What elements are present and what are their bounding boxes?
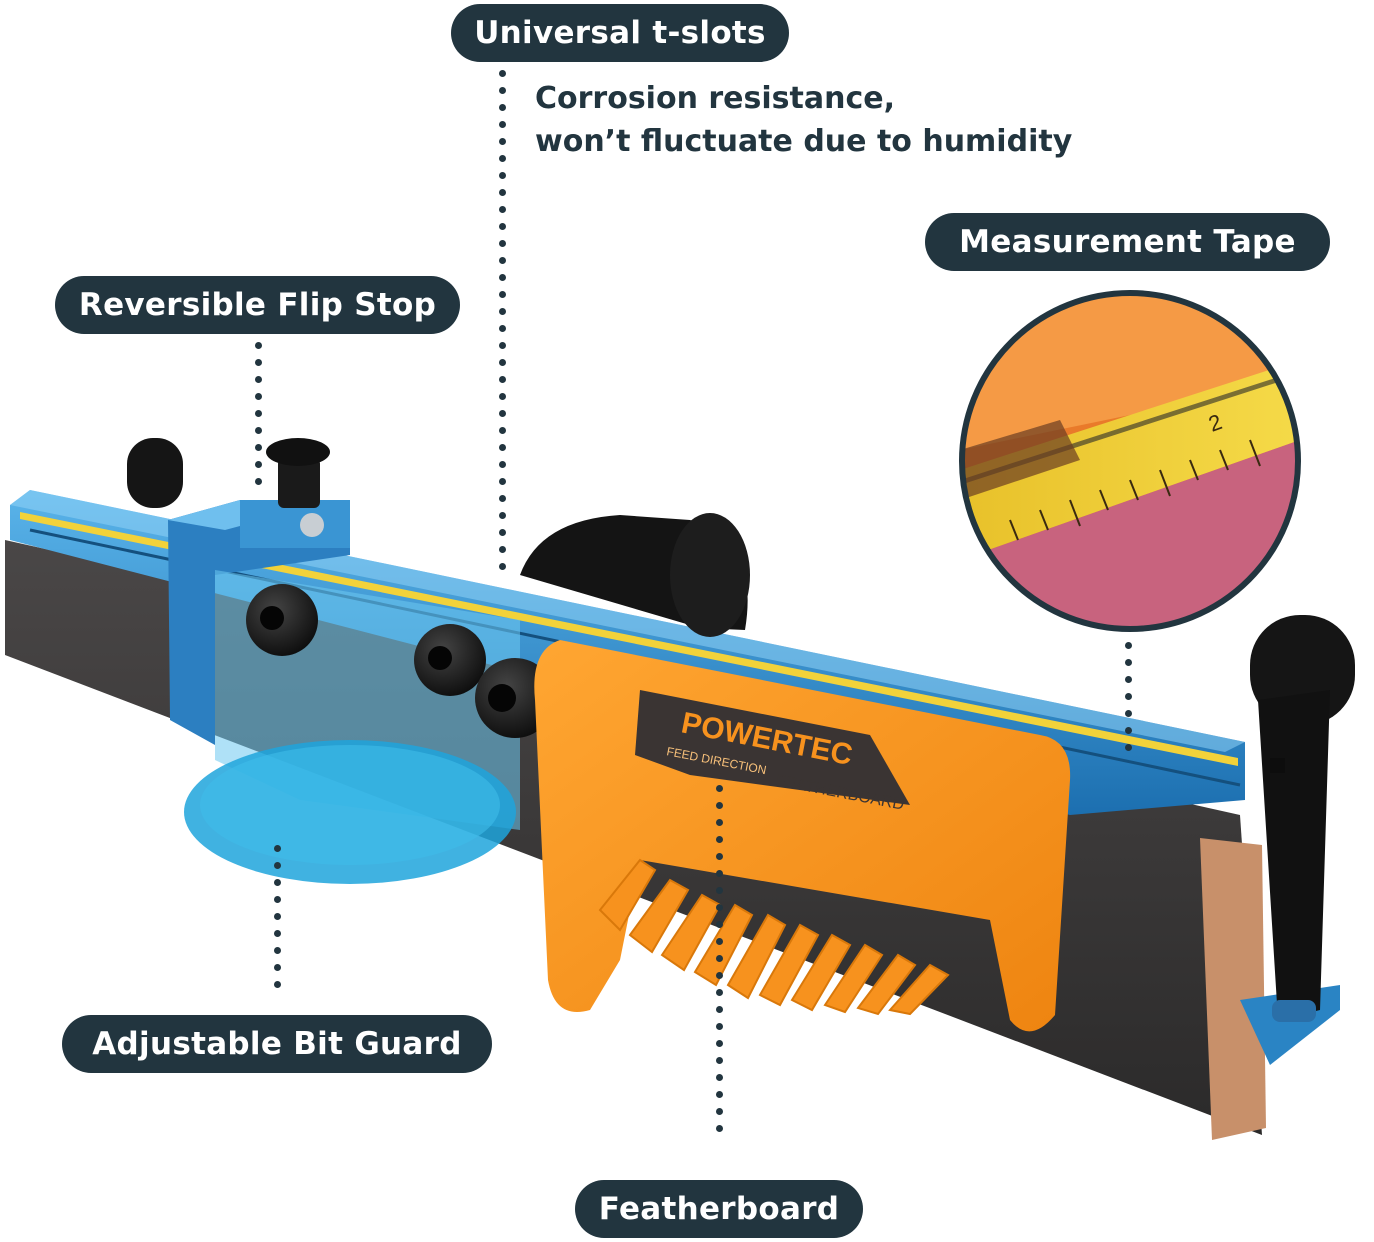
featherboard-leader [716,785,723,1142]
tslots-description-line1: Corrosion resistance, [535,81,895,116]
bit-guard-leader [274,845,281,998]
flip-stop-text: Reversible Flip Stop [78,287,437,323]
universal-tslots-text: Universal t-slots [474,15,766,51]
tslots-description: Corrosion resistance, won’t fluctuate du… [535,77,1072,163]
tslots-leader [499,70,506,580]
measurement-tape-text: Measurement Tape [959,224,1296,260]
flip-stop-label: Reversible Flip Stop [55,276,460,334]
magnifier-ring [959,290,1301,632]
left-handle [127,438,183,508]
bit-guard-label: Adjustable Bit Guard [62,1015,492,1073]
flip-stop [168,500,350,745]
measurement-tape-label: Measurement Tape [925,213,1330,271]
bit-guard-text: Adjustable Bit Guard [92,1026,462,1062]
featherboard-label-plate [635,690,910,805]
fence-tape [20,512,1238,766]
mdf-end [1200,838,1266,1140]
featherboard-fingers [598,858,950,1016]
measurement-tape-leader [1125,642,1132,761]
magnifier-inset: 2 [962,293,1298,629]
featherboard-label-text: Featherboard [598,1191,840,1227]
flip-stop-leader [255,342,262,495]
universal-tslots-label: Universal t-slots [451,4,789,62]
tslots-description-line2: won’t fluctuate due to humidity [535,124,1073,159]
featherboard-label: Featherboard [575,1180,863,1238]
